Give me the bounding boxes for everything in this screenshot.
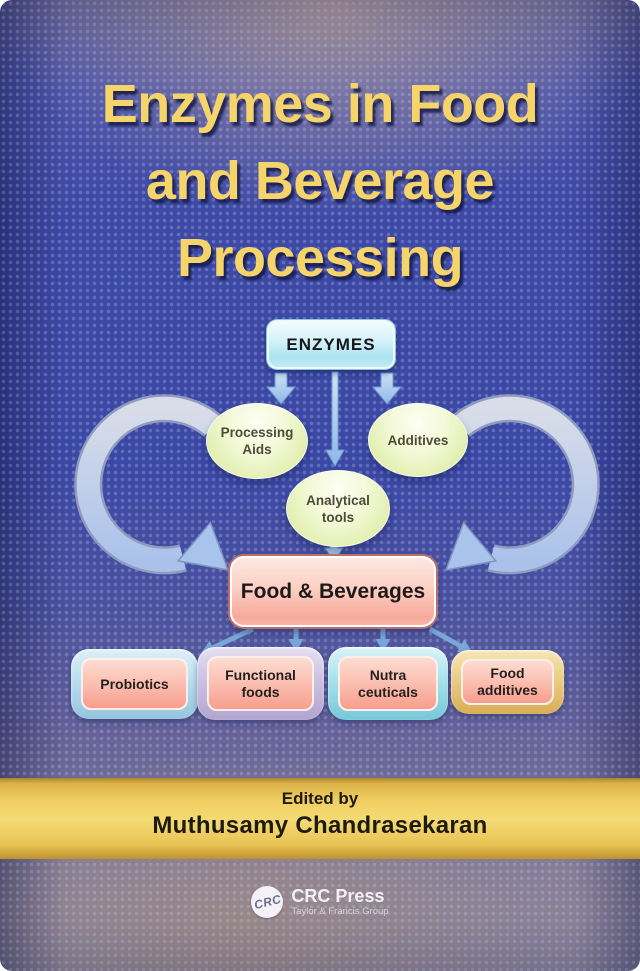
diagram-node-nutraceuticals: Nutra ceuticals bbox=[328, 647, 448, 720]
functional-foods-inner-box: Functional foods bbox=[207, 656, 314, 711]
book-title-line-2: and Beverage bbox=[145, 151, 495, 211]
book-title-line-1: Enzymes in Food bbox=[101, 74, 539, 134]
book-title: Enzymes in Food and Beverage Processing bbox=[0, 66, 640, 297]
arrow-enzymes-to-additives-icon bbox=[371, 372, 403, 405]
arrow-enzymes-to-analytical-tools-icon bbox=[325, 371, 345, 468]
arrow-enzymes-to-processing-aids-icon bbox=[265, 372, 297, 405]
additives-label: Additives bbox=[387, 432, 449, 448]
probiotics-label: Probiotics bbox=[100, 675, 169, 692]
diagram-node-food-beverages: Food & Beverages bbox=[230, 556, 436, 627]
analytical-tools-label: Analytical tools bbox=[306, 492, 370, 525]
probiotics-inner-box: Probiotics bbox=[81, 658, 188, 710]
nutraceuticals-label: Nutra ceuticals bbox=[358, 666, 418, 700]
book-title-line-3: Processing bbox=[176, 228, 464, 288]
processing-aids-label: Processing Aids bbox=[220, 425, 294, 457]
diagram-node-additives: Additives bbox=[368, 403, 468, 477]
publisher-text-block: CRC Press Taylor & Francis Group bbox=[291, 886, 389, 918]
nutraceuticals-inner-box: Nutra ceuticals bbox=[338, 656, 438, 711]
diagram-node-probiotics: Probiotics bbox=[71, 649, 198, 719]
functional-foods-label: Functional foods bbox=[225, 666, 296, 700]
publisher-name: CRC Press bbox=[291, 886, 385, 906]
publisher-tagline: Taylor & Francis Group bbox=[291, 906, 389, 917]
diagram-node-functional-foods: Functional foods bbox=[197, 647, 324, 720]
publisher-logo: CRC CRC Press Taylor & Francis Group bbox=[0, 886, 640, 918]
crc-logo-circle-icon: CRC bbox=[251, 886, 284, 918]
diagram-node-processing-aids: Processing Aids bbox=[206, 403, 308, 479]
enzymes-label: ENZYMES bbox=[286, 334, 376, 354]
crc-monogram: CRC bbox=[252, 891, 283, 913]
diagram-node-analytical-tools: Analytical tools bbox=[286, 470, 390, 547]
edited-by-label: Edited by bbox=[281, 789, 359, 808]
diagram-node-food-additives: Food additives bbox=[451, 650, 564, 714]
food-beverages-label: Food & Beverages bbox=[240, 579, 426, 603]
diagram-node-enzymes: ENZYMES bbox=[267, 320, 395, 369]
food-additives-inner-box: Food additives bbox=[461, 659, 554, 705]
editor-band: Edited by Muthusamy Chandrasekaran bbox=[0, 778, 640, 859]
editor-name: Muthusamy Chandrasekaran bbox=[152, 812, 488, 839]
food-additives-label: Food additives bbox=[477, 665, 538, 698]
